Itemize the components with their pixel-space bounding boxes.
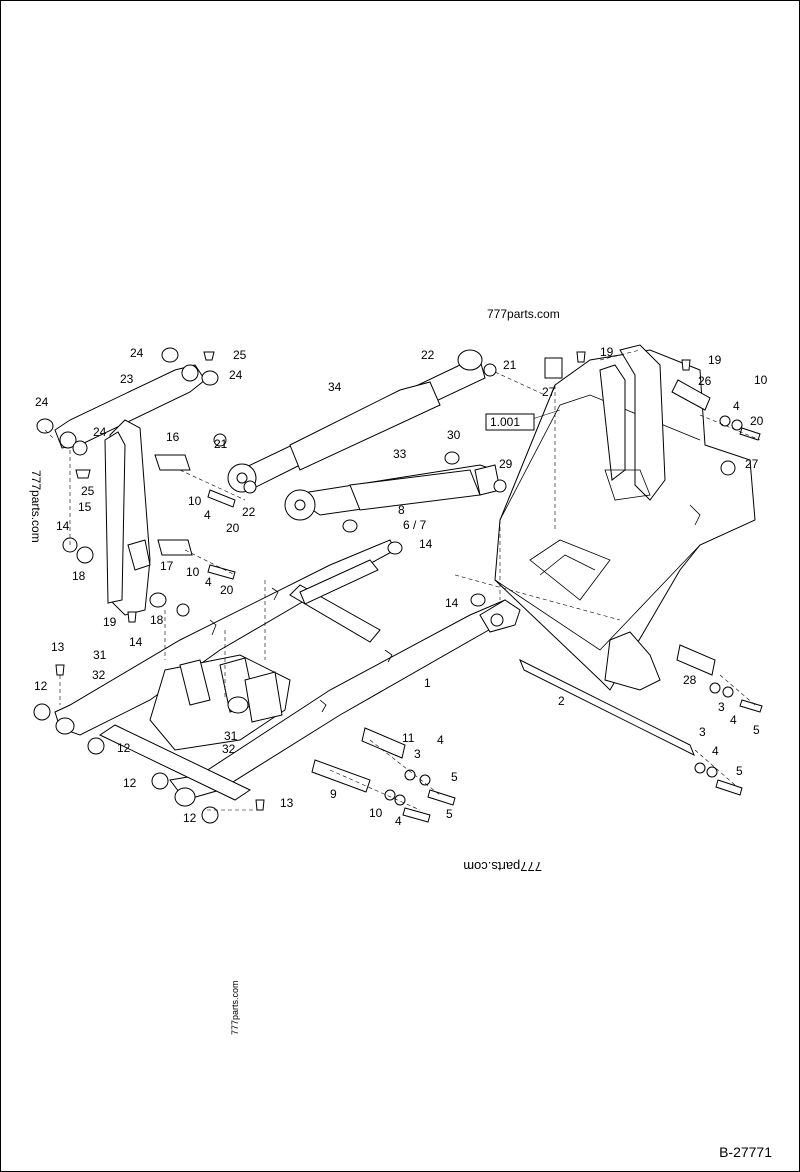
callout-24: 24 — [93, 425, 107, 439]
callout-4: 4 — [733, 399, 740, 413]
callout-3: 3 — [718, 700, 725, 714]
callout-5: 5 — [451, 770, 458, 784]
callout-4: 4 — [437, 733, 444, 747]
callout-31: 31 — [93, 648, 107, 662]
callout-23: 23 — [120, 372, 134, 386]
callout-25: 25 — [233, 348, 247, 362]
callout-12: 12 — [123, 776, 137, 790]
callout-26: 26 — [698, 374, 712, 388]
callout-24: 24 — [229, 368, 243, 382]
callout-13: 13 — [51, 640, 65, 654]
watermark-bottom: 777parts.com — [463, 859, 542, 874]
callout-15: 15 — [78, 500, 92, 514]
callout-24: 24 — [35, 395, 49, 409]
callout-34: 34 — [328, 380, 342, 394]
reference-box: 1.001 — [485, 413, 535, 431]
callout-11: 11 — [402, 731, 415, 745]
callout-5: 5 — [446, 807, 453, 821]
callout-12: 12 — [117, 741, 131, 755]
callout-19: 19 — [708, 353, 722, 367]
callout-22: 22 — [242, 505, 256, 519]
callout-28: 28 — [683, 673, 697, 687]
callout-29: 29 — [499, 457, 513, 471]
callout-8: 8 — [398, 503, 405, 517]
callout-18: 18 — [150, 613, 164, 627]
callout-18: 18 — [72, 569, 86, 583]
callout-3: 3 — [414, 747, 421, 761]
callout-10: 10 — [186, 565, 200, 579]
callout-33: 33 — [393, 447, 407, 461]
callout-2: 2 — [558, 694, 565, 708]
watermark-top: 777parts.com — [487, 307, 560, 321]
callout-20: 20 — [226, 521, 240, 535]
callout-20: 20 — [750, 414, 764, 428]
callout-4: 4 — [205, 575, 212, 589]
callout-14: 14 — [56, 519, 70, 533]
callout-24: 24 — [130, 346, 144, 360]
callout-20: 20 — [220, 583, 234, 597]
callout-17: 17 — [160, 559, 174, 573]
callout-10: 10 — [754, 373, 768, 387]
callout-32: 32 — [92, 668, 106, 682]
callout-10: 10 — [369, 806, 383, 820]
callout-32: 32 — [222, 742, 236, 756]
callout-21: 21 — [503, 358, 517, 372]
callout-3: 3 — [699, 725, 706, 739]
callout-19: 19 — [103, 615, 117, 629]
callout-30: 30 — [447, 428, 461, 442]
callout-10: 10 — [188, 494, 202, 508]
sheet-id: B-27771 — [719, 1144, 772, 1160]
callout-4: 4 — [204, 508, 211, 522]
assembly-leaders — [44, 349, 761, 811]
callout-14: 14 — [445, 596, 459, 610]
callout-16: 16 — [166, 430, 180, 444]
callout-31: 31 — [224, 729, 238, 743]
callout-5: 5 — [736, 764, 743, 778]
callout-25: 25 — [81, 484, 95, 498]
callout-4: 4 — [712, 744, 719, 758]
callout-27: 27 — [745, 457, 759, 471]
callout-14: 14 — [419, 537, 433, 551]
callout-4: 4 — [395, 814, 402, 828]
callout-5: 5 — [753, 723, 760, 737]
pins-and-fasteners — [33, 351, 763, 824]
callout-4: 4 — [730, 713, 737, 727]
callout-27: 27 — [542, 385, 556, 399]
watermark-left: 777parts.com — [29, 470, 43, 543]
callout-14: 14 — [129, 635, 143, 649]
watermark-small: 777parts.com — [230, 980, 240, 1035]
callout-1: 1 — [424, 676, 431, 690]
callout-12: 12 — [34, 679, 48, 693]
upper-links — [36, 347, 219, 616]
reference-box-text: 1.001 — [490, 415, 520, 429]
callout-19: 19 — [600, 345, 614, 359]
callout-12: 12 — [183, 811, 197, 825]
callout-22: 22 — [421, 348, 435, 362]
callout-21: 21 — [214, 437, 228, 451]
callout-67: 6 / 7 — [403, 518, 427, 532]
callout-13: 13 — [280, 796, 294, 810]
callout-9: 9 — [330, 787, 337, 801]
main-frame — [454, 344, 756, 691]
